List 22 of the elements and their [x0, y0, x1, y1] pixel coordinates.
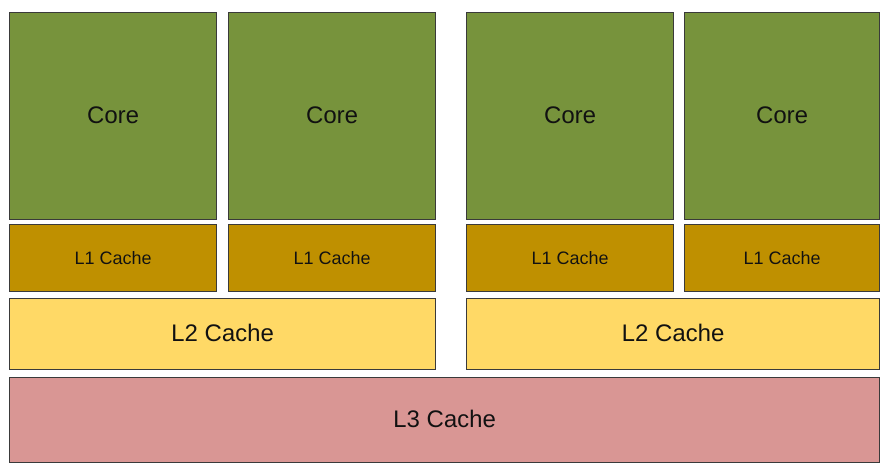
block-label: L1 Cache: [531, 248, 609, 268]
l1-cache-block: [466, 224, 674, 292]
core-block: [9, 12, 217, 220]
l1-cache-block: [684, 224, 880, 292]
l1-cache-block: [228, 224, 436, 292]
block-label: L2 Cache: [622, 320, 724, 348]
block-label: L1 Cache: [293, 248, 371, 268]
block-label: Core: [544, 102, 596, 130]
block-label: Core: [86, 102, 140, 130]
core-block: [466, 12, 674, 220]
block-label: L3 Cache: [393, 406, 496, 434]
l2-cache-block: [9, 298, 436, 370]
core-block: [228, 12, 436, 220]
block-label: Core: [756, 102, 808, 130]
l3-cache-block: [9, 377, 880, 463]
block-label: L1 Cache: [743, 248, 821, 268]
block-label: L2 Cache: [171, 320, 274, 348]
l2-cache-block: [466, 298, 880, 370]
block-label: Core: [306, 102, 358, 130]
block-label: L1 Cache: [74, 248, 152, 268]
l1-cache-block: [9, 224, 217, 292]
core-block: [684, 12, 880, 220]
